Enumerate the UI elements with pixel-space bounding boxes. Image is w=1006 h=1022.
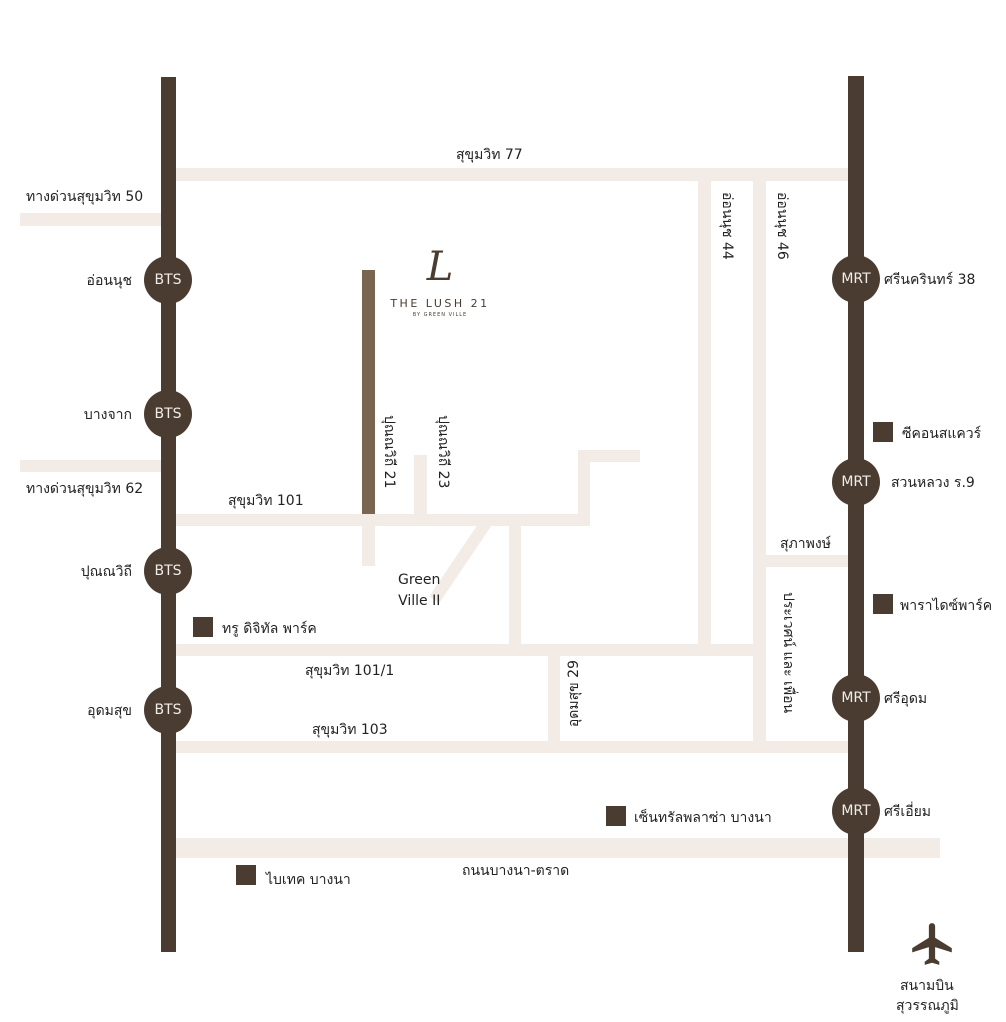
landmark-true-digital-park: ทรู ดิจิทัล พาร์ค	[222, 621, 317, 637]
label-punnawithi-23: ปุณณวิถี 23	[435, 415, 451, 489]
label-green-ville-ii: Green Ville II	[398, 572, 441, 609]
bts-station-badge[interactable]: BTS	[144, 256, 192, 304]
label-sukhumvit-103: สุขุมวิท 103	[312, 722, 388, 738]
landmark-icon	[606, 806, 626, 826]
road-bangna-trad	[176, 838, 940, 858]
bts-station-badge[interactable]: BTS	[144, 390, 192, 438]
road-segment	[362, 526, 375, 566]
road-onnut-44	[698, 181, 711, 644]
mrt-station-srinagarindra-38: ศรีนครินทร์ 38	[884, 272, 976, 288]
label-punnawithi-21: ปุณณวิถี 21	[381, 415, 397, 489]
landmark-central-bangna: เซ็นทรัลพลาซ่า บางนา	[634, 810, 772, 826]
road-sukhumvit-77	[176, 168, 848, 181]
label-expressway-50: ทางด่วนสุขุมวิท 50	[26, 189, 144, 205]
landmark-icon	[193, 617, 213, 637]
bts-station-bangchak: บางจาก	[83, 407, 132, 423]
bts-station-punnawithi: ปุณณวิถี	[80, 564, 132, 580]
road-punnawithi-23	[414, 455, 427, 514]
landmark-icon	[236, 865, 256, 885]
mrt-station-badge[interactable]: MRT	[832, 458, 880, 506]
airport-label-line1: สนามบิน	[900, 978, 954, 994]
bts-station-udomsuk: อุดมสุข	[87, 703, 132, 719]
bts-station-onnut: อ่อนนุช	[86, 273, 132, 289]
landmark-icon	[873, 594, 893, 614]
road-sukhumvit-101	[176, 514, 590, 526]
mrt-station-si-udom: ศรีอุดม	[884, 691, 928, 707]
label-udomsuk-29: อุดมสุข 29	[566, 660, 582, 728]
mrt-station-badge[interactable]: MRT	[832, 674, 880, 722]
label-sukhumvit-77: สุขุมวิท 77	[456, 147, 523, 163]
label-onnut-44: อ่อนนุช 44	[719, 192, 735, 260]
label-suphaphong: สุภาพงษ์	[780, 536, 831, 552]
mrt-station-suan-luang: สวนหลวง ร.9	[891, 475, 975, 491]
landmark-paradise-park: พาราไดซ์พาร์ค	[900, 598, 993, 614]
road-suphaphong	[766, 555, 848, 567]
road-sukhumvit-101-1	[176, 644, 753, 656]
bts-station-badge[interactable]: BTS	[144, 686, 192, 734]
bts-line	[161, 77, 176, 952]
landmark-seacon-square: ซีคอนสแควร์	[902, 426, 982, 442]
road-punnawithi-21	[362, 270, 375, 514]
project-logo: L THE LUSH 21 BY GREEN VILLE	[390, 244, 490, 318]
road-segment	[578, 450, 590, 526]
landmark-icon	[873, 422, 893, 442]
road-onnut-46	[753, 181, 766, 742]
label-bangna-trad: ถนนบางนา-ตราด	[462, 863, 570, 879]
label-onnut-46: อ่อนนุช 46	[774, 192, 790, 260]
road-segment	[509, 526, 521, 644]
bts-station-badge[interactable]: BTS	[144, 547, 192, 595]
label-sukhumvit-101: สุขุมวิท 101	[228, 493, 304, 509]
label-expressway-62: ทางด่วนสุขุมวิท 62	[26, 481, 144, 497]
road-expressway-62	[20, 460, 161, 472]
landmark-bitec-bangna: ไบเทค บางนา	[266, 872, 351, 888]
airplane-icon	[912, 923, 952, 965]
label-sukhumvit-101-1: สุขุมวิท 101/1	[305, 663, 395, 679]
mrt-station-badge[interactable]: MRT	[832, 787, 880, 835]
road-segment	[578, 450, 640, 462]
label-prawet: ประเวศน์ และ เพื่อน	[780, 592, 796, 714]
airport-label-line2: สุวรรณภูมิ	[896, 998, 959, 1014]
mrt-station-si-iam: ศรีเอี่ยม	[884, 804, 932, 820]
road-udomsuk-29	[548, 656, 560, 741]
mrt-station-badge[interactable]: MRT	[832, 255, 880, 303]
road-sukhumvit-103	[176, 741, 848, 753]
road-expressway-50	[20, 213, 161, 226]
